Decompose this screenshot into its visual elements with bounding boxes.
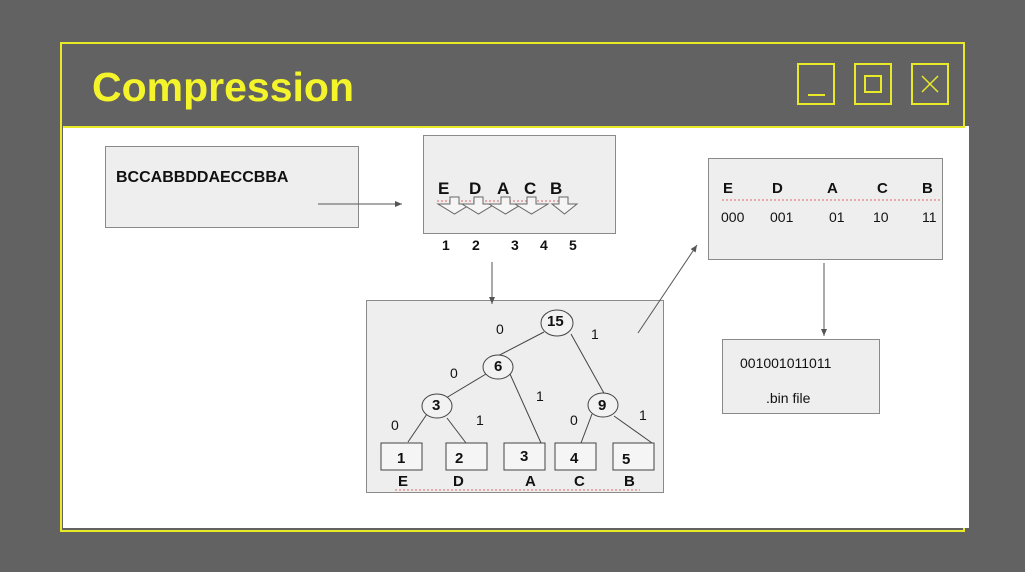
output-box: 001001011011 .bin file <box>722 339 880 414</box>
edge-label: 0 <box>450 365 458 381</box>
edge-label: 1 <box>639 407 647 423</box>
sorted-letter-b: B <box>550 179 563 198</box>
tree-node-6-label: 6 <box>494 358 503 375</box>
tree-edge <box>613 415 653 444</box>
edge-label: 0 <box>496 321 504 337</box>
sorted-letter-e: E <box>438 179 450 198</box>
code-letter-c: C <box>877 180 888 197</box>
tree-edge <box>580 413 593 444</box>
code-letter-e: E <box>723 180 734 197</box>
tree-edge <box>570 333 606 396</box>
tree-node-3 <box>421 393 453 419</box>
sorted-letter-c: C <box>524 179 537 198</box>
leaf-count: 2 <box>455 450 464 467</box>
output-file-label: .bin file <box>766 390 811 406</box>
down-arrow-icon <box>513 196 550 215</box>
tree-node-9-label: 9 <box>598 397 607 414</box>
input-string-box: BCCABBDDAECCBBA <box>105 146 359 228</box>
code-value-b: 11 <box>922 209 937 225</box>
maximize-icon <box>864 75 882 93</box>
tree-node-6 <box>482 354 514 380</box>
maximize-button[interactable] <box>854 63 892 105</box>
code-value-c: 10 <box>873 209 889 225</box>
down-arrow-icon <box>460 196 497 215</box>
code-letter-b: B <box>922 180 933 197</box>
leaf-count: 1 <box>397 450 406 467</box>
edge-label: 1 <box>591 326 599 342</box>
code-value-a: 01 <box>829 209 845 225</box>
leaf-count: 3 <box>520 448 529 465</box>
tree-leaf <box>503 442 546 471</box>
leaf-letter: C <box>574 473 585 490</box>
sorted-count-4: 4 <box>540 237 548 253</box>
titlebar-divider <box>63 126 965 128</box>
arrow-tree-to-codes <box>637 244 698 334</box>
edge-label: 0 <box>570 412 578 428</box>
minimize-button[interactable] <box>797 63 835 105</box>
input-string: BCCABBDDAECCBBA <box>116 169 289 186</box>
code-letter-d: D <box>772 180 783 197</box>
down-arrow-icon <box>487 196 524 215</box>
tree-node-3-label: 3 <box>432 397 441 414</box>
close-button[interactable] <box>911 63 949 105</box>
tree-edge <box>407 413 428 443</box>
down-arrow-icon <box>550 196 579 215</box>
sorted-count-2: 2 <box>472 237 480 253</box>
tree-node-root-label: 15 <box>547 313 564 330</box>
edge-label: 1 <box>476 412 484 428</box>
sorted-symbols-box <box>423 135 616 234</box>
code-letter-a: A <box>827 180 838 197</box>
down-arrow-icon <box>436 196 473 215</box>
window-title: Compression <box>92 64 354 110</box>
minimize-icon <box>808 94 825 96</box>
sorted-letter-a: A <box>497 179 510 198</box>
tree-edge <box>509 373 542 444</box>
leaf-letter: D <box>453 473 464 490</box>
tree-leaf <box>554 442 597 471</box>
tree-edge <box>445 373 487 399</box>
leaf-count: 5 <box>622 451 631 468</box>
leaf-letter: E <box>398 473 409 490</box>
leaf-count: 4 <box>570 450 579 467</box>
code-value-d: 001 <box>770 209 794 225</box>
leaf-letter: B <box>624 473 635 490</box>
edge-label: 0 <box>391 417 399 433</box>
leaf-letter: A <box>525 473 536 490</box>
sorted-letter-d: D <box>469 179 482 198</box>
sorted-count-5: 5 <box>569 237 577 253</box>
close-icon <box>921 75 939 93</box>
tree-leaf <box>445 442 488 471</box>
sorted-count-3: 3 <box>511 237 519 253</box>
code-value-e: 000 <box>721 209 745 225</box>
tree-edge <box>446 417 467 444</box>
tree-node-root <box>540 309 574 337</box>
edge-label: 1 <box>536 388 544 404</box>
tree-node-9 <box>587 392 619 418</box>
tree-leaf <box>612 442 655 471</box>
code-table-box <box>708 158 943 260</box>
tree-leaf <box>380 442 423 471</box>
output-bits: 001001011011 <box>740 355 832 371</box>
sorted-count-1: 1 <box>442 237 450 253</box>
